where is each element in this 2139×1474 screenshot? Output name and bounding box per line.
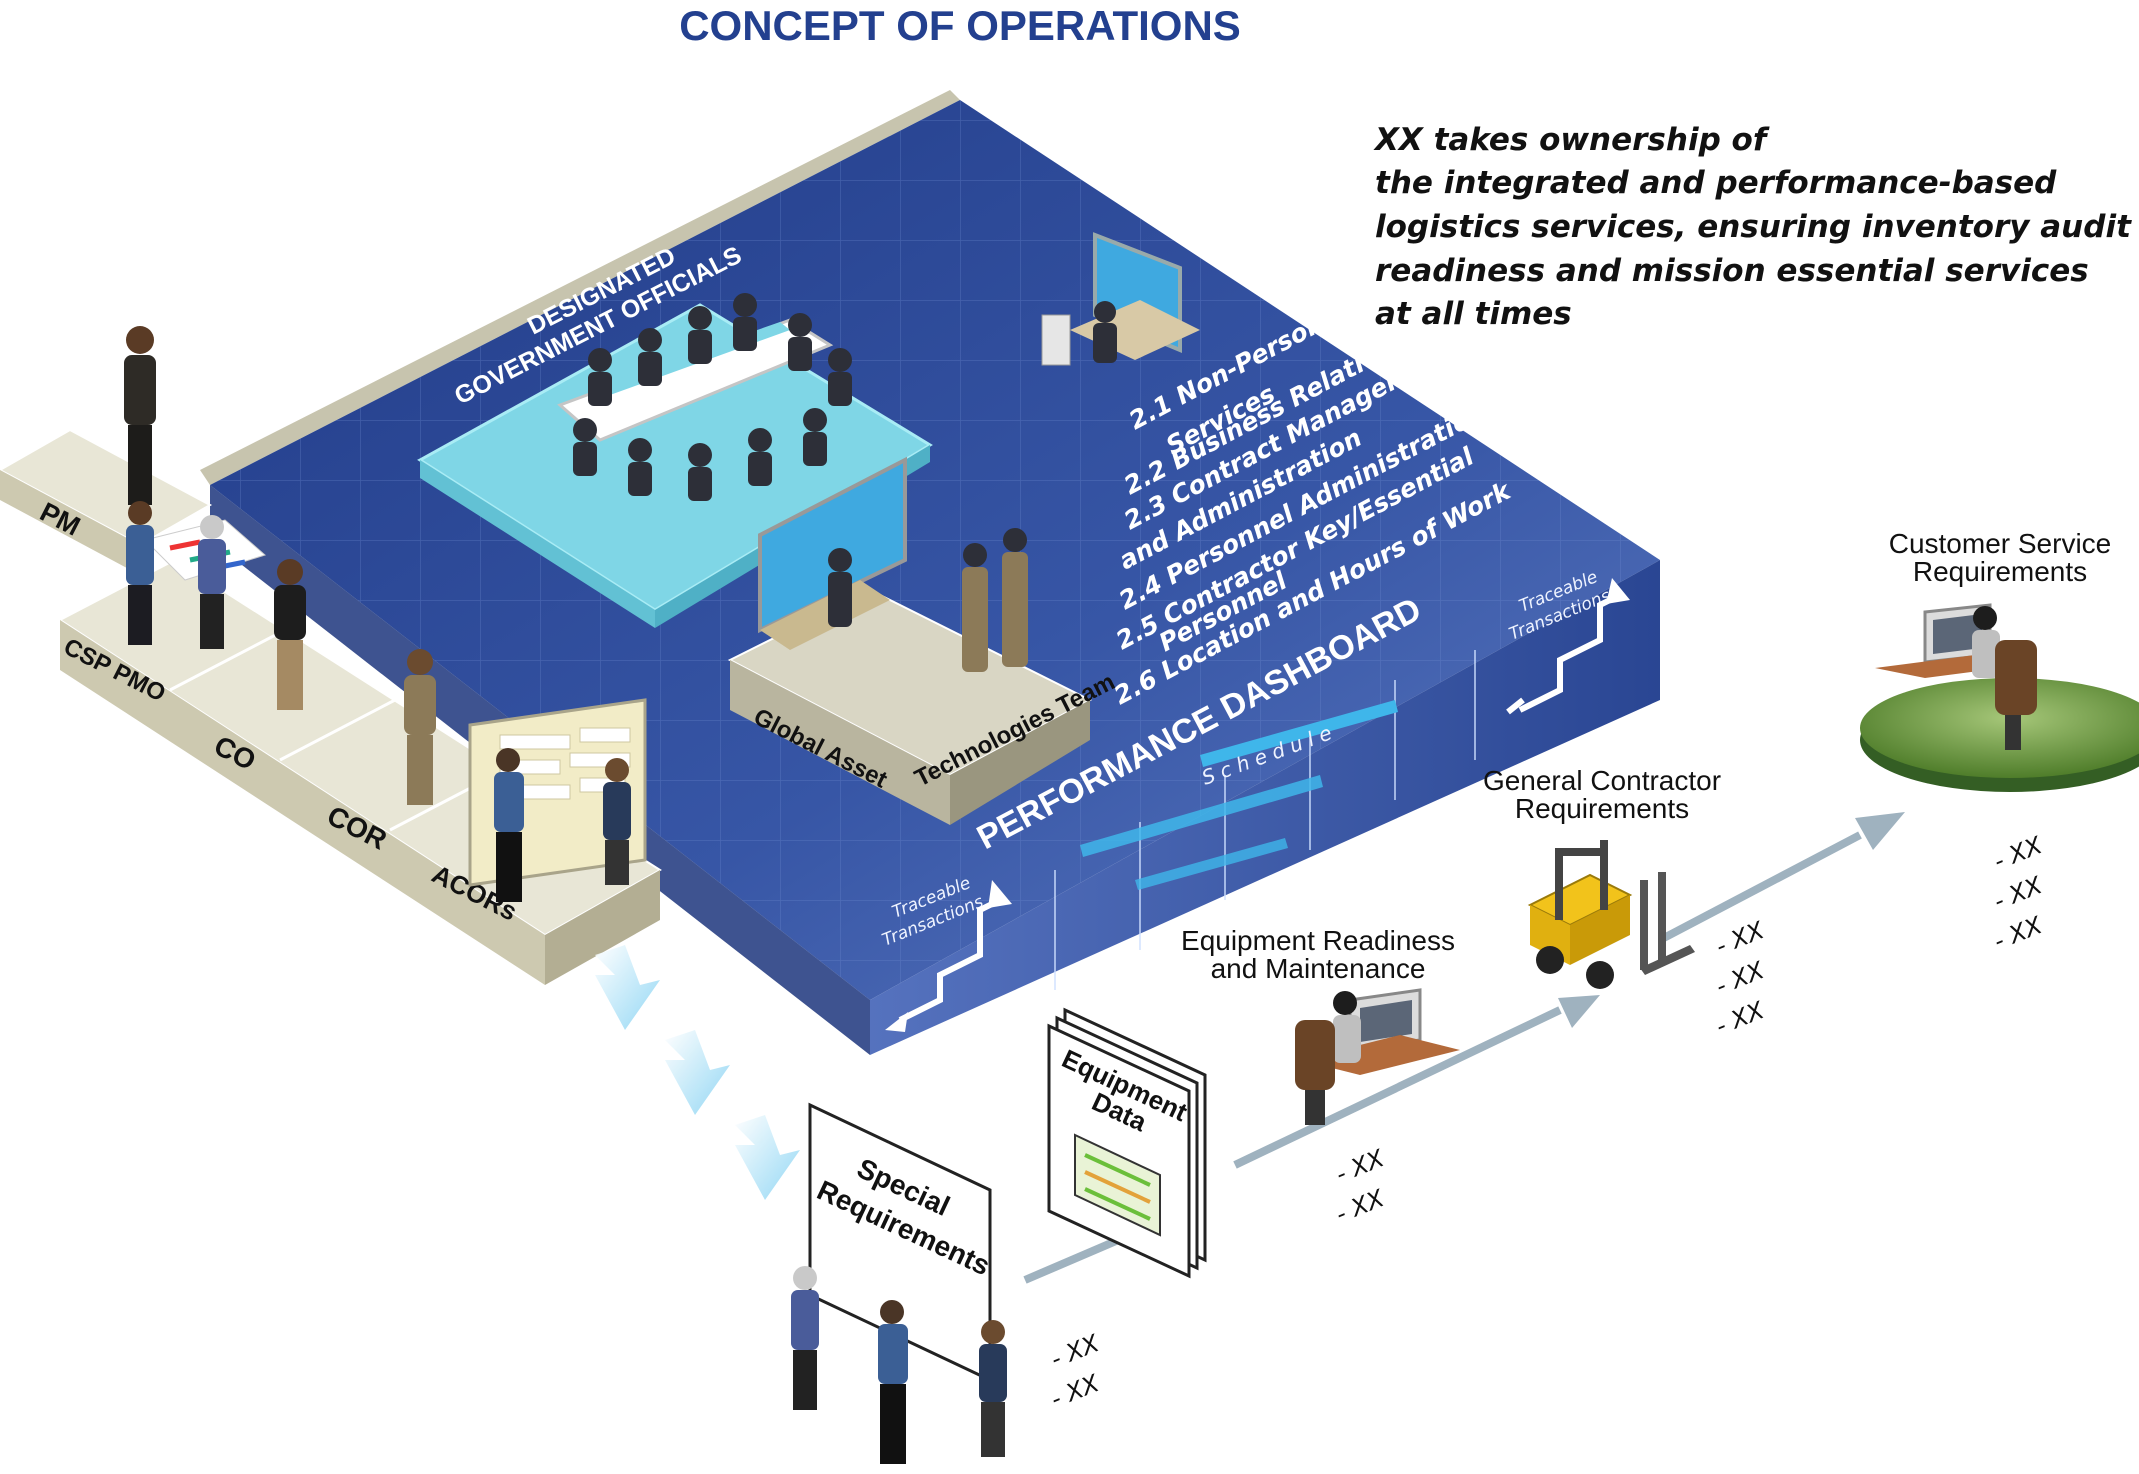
general-contractor: General Contractor Requirements - XX - X… xyxy=(1483,765,1768,1041)
contractor-label: General Contractor xyxy=(1483,765,1721,796)
page-title: CONCEPT OF OPERATIONS xyxy=(679,2,1241,49)
flow-arrows xyxy=(595,945,800,1200)
contractor-item: - XX xyxy=(1712,916,1769,961)
customer-service: Customer Service Requirements - XX - XX … xyxy=(1860,528,2139,956)
equipment-data: Equipment Data xyxy=(1047,1007,1207,1279)
statement-line: the integrated and performance-based xyxy=(1375,165,2057,201)
workstation-upper xyxy=(1041,232,1200,366)
statement-line: at all times xyxy=(1375,296,1572,332)
readiness-item: - XX xyxy=(1332,1184,1389,1229)
special-item: - XX xyxy=(1047,1369,1104,1414)
platform-side xyxy=(870,560,1660,1055)
customer-label: Requirements xyxy=(1913,556,2087,587)
schedule-bars xyxy=(1080,700,1398,890)
special-requirements: Special Requirements - XX - XX xyxy=(791,1102,1104,1464)
contractor-item: - XX xyxy=(1712,956,1769,1001)
customer-item: - XX xyxy=(1990,831,2047,876)
staff-figures xyxy=(124,326,631,902)
special-team xyxy=(791,1266,1007,1464)
statement-line: XX takes ownership of xyxy=(1373,122,1770,158)
team-members xyxy=(828,528,1028,672)
statement-line: readiness and mission essential services xyxy=(1375,253,2089,289)
customer-label: Customer Service xyxy=(1889,528,2112,559)
role-steps: PM CSP PMO CO COR ACORs xyxy=(0,326,662,985)
meeting-attendees xyxy=(573,293,852,501)
ownership-statement: XX takes ownership of the integrated and… xyxy=(1373,122,2132,332)
forklift-icon xyxy=(1527,840,1695,989)
team-block: Global Asset Technologies Team xyxy=(727,456,1119,825)
customer-item: - XX xyxy=(1990,871,2047,916)
contractor-item: - XX xyxy=(1712,996,1769,1041)
readiness-item: - XX xyxy=(1332,1144,1389,1189)
operations-platform: PERFORMANCE DASHBOARD S c h e d u l e Tr… xyxy=(200,90,1660,1055)
readiness-label: and Maintenance xyxy=(1211,953,1426,984)
equipment-readiness: Equipment Readiness and Maintenance - XX… xyxy=(1181,925,1460,1229)
platform-back-edge xyxy=(200,90,960,485)
statement-line: logistics services, ensuring inventory a… xyxy=(1375,209,2132,245)
special-item: - XX xyxy=(1047,1329,1104,1374)
readiness-label: Equipment Readiness xyxy=(1181,925,1455,956)
customer-item: - XX xyxy=(1990,911,2047,956)
contractor-label: Requirements xyxy=(1515,793,1689,824)
